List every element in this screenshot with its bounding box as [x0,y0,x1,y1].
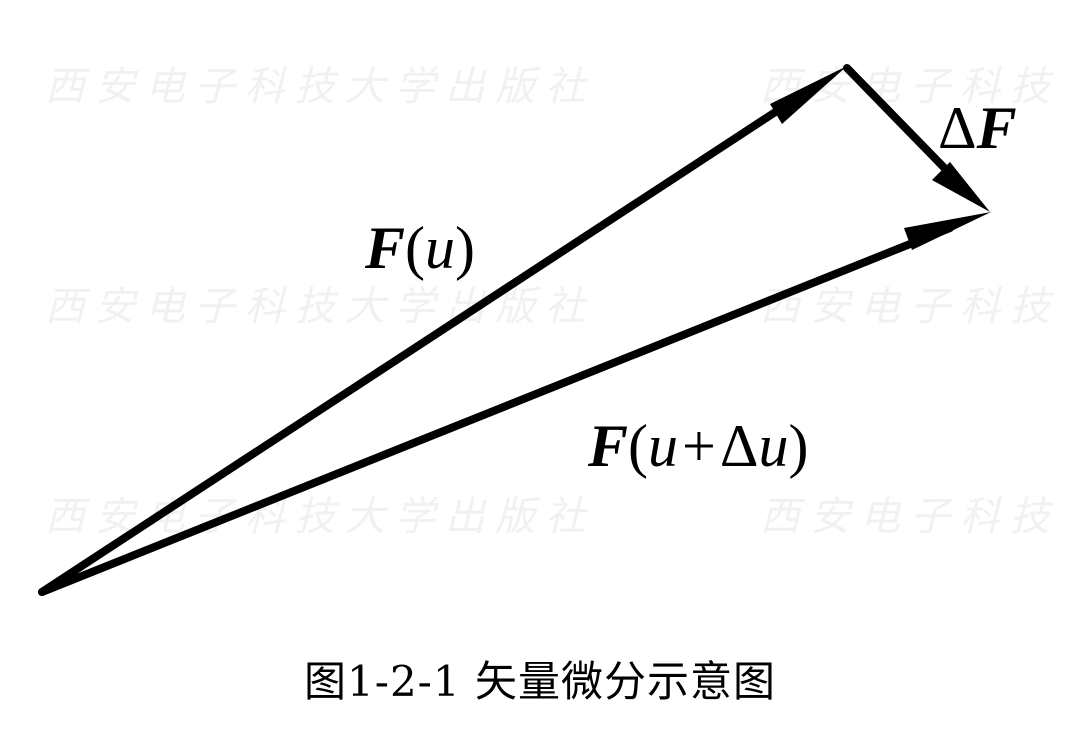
label-f-u-plus-du-plus: + [682,413,716,479]
label-f-u-plus-du-F: F [587,413,628,479]
figure-caption: 图1-2-1 矢量微分示意图 [304,657,776,706]
label-f-u-plus-du-u2: u [758,413,788,479]
label-f-u-plus-du: F(u+Δu) [587,413,808,479]
vector-f-u-arrowhead [770,66,847,124]
label-f-u: F(u) [364,215,475,281]
vector-f-u-shaft [38,84,816,596]
vector-delta-f-arrowhead [932,162,990,212]
vector-delta-f-shaft [843,64,966,190]
watermark-text: 西安电子科技大学出版社 [45,284,595,330]
label-f-u-plus-du-delta: Δ [720,413,759,479]
watermark-text: 西安电子科技大学出版社 [45,64,595,110]
label-f-u-u: u [425,215,455,281]
vector-f-u-plus-du [38,212,991,596]
vector-f-u-plus-du-arrowhead [904,212,991,250]
label-delta-f-F: F [976,95,1017,161]
watermark-text: 西安电子科技 [760,494,1060,540]
label-f-u-F: F [364,215,405,281]
watermark-text: 西安电子科技 [760,284,1060,330]
label-f-u-open: ( [405,215,425,281]
label-delta-f: ΔF [938,95,1017,161]
label-f-u-plus-du-open: ( [628,413,648,479]
label-f-u-close: ) [455,215,475,281]
label-f-u-plus-du-close: ) [788,413,808,479]
label-f-u-plus-du-u: u [648,413,678,479]
vector-f-u [38,66,847,596]
label-delta-f-delta: Δ [938,95,977,161]
vector-delta-f [843,64,990,212]
vector-f-u-plus-du-shaft [38,224,954,596]
